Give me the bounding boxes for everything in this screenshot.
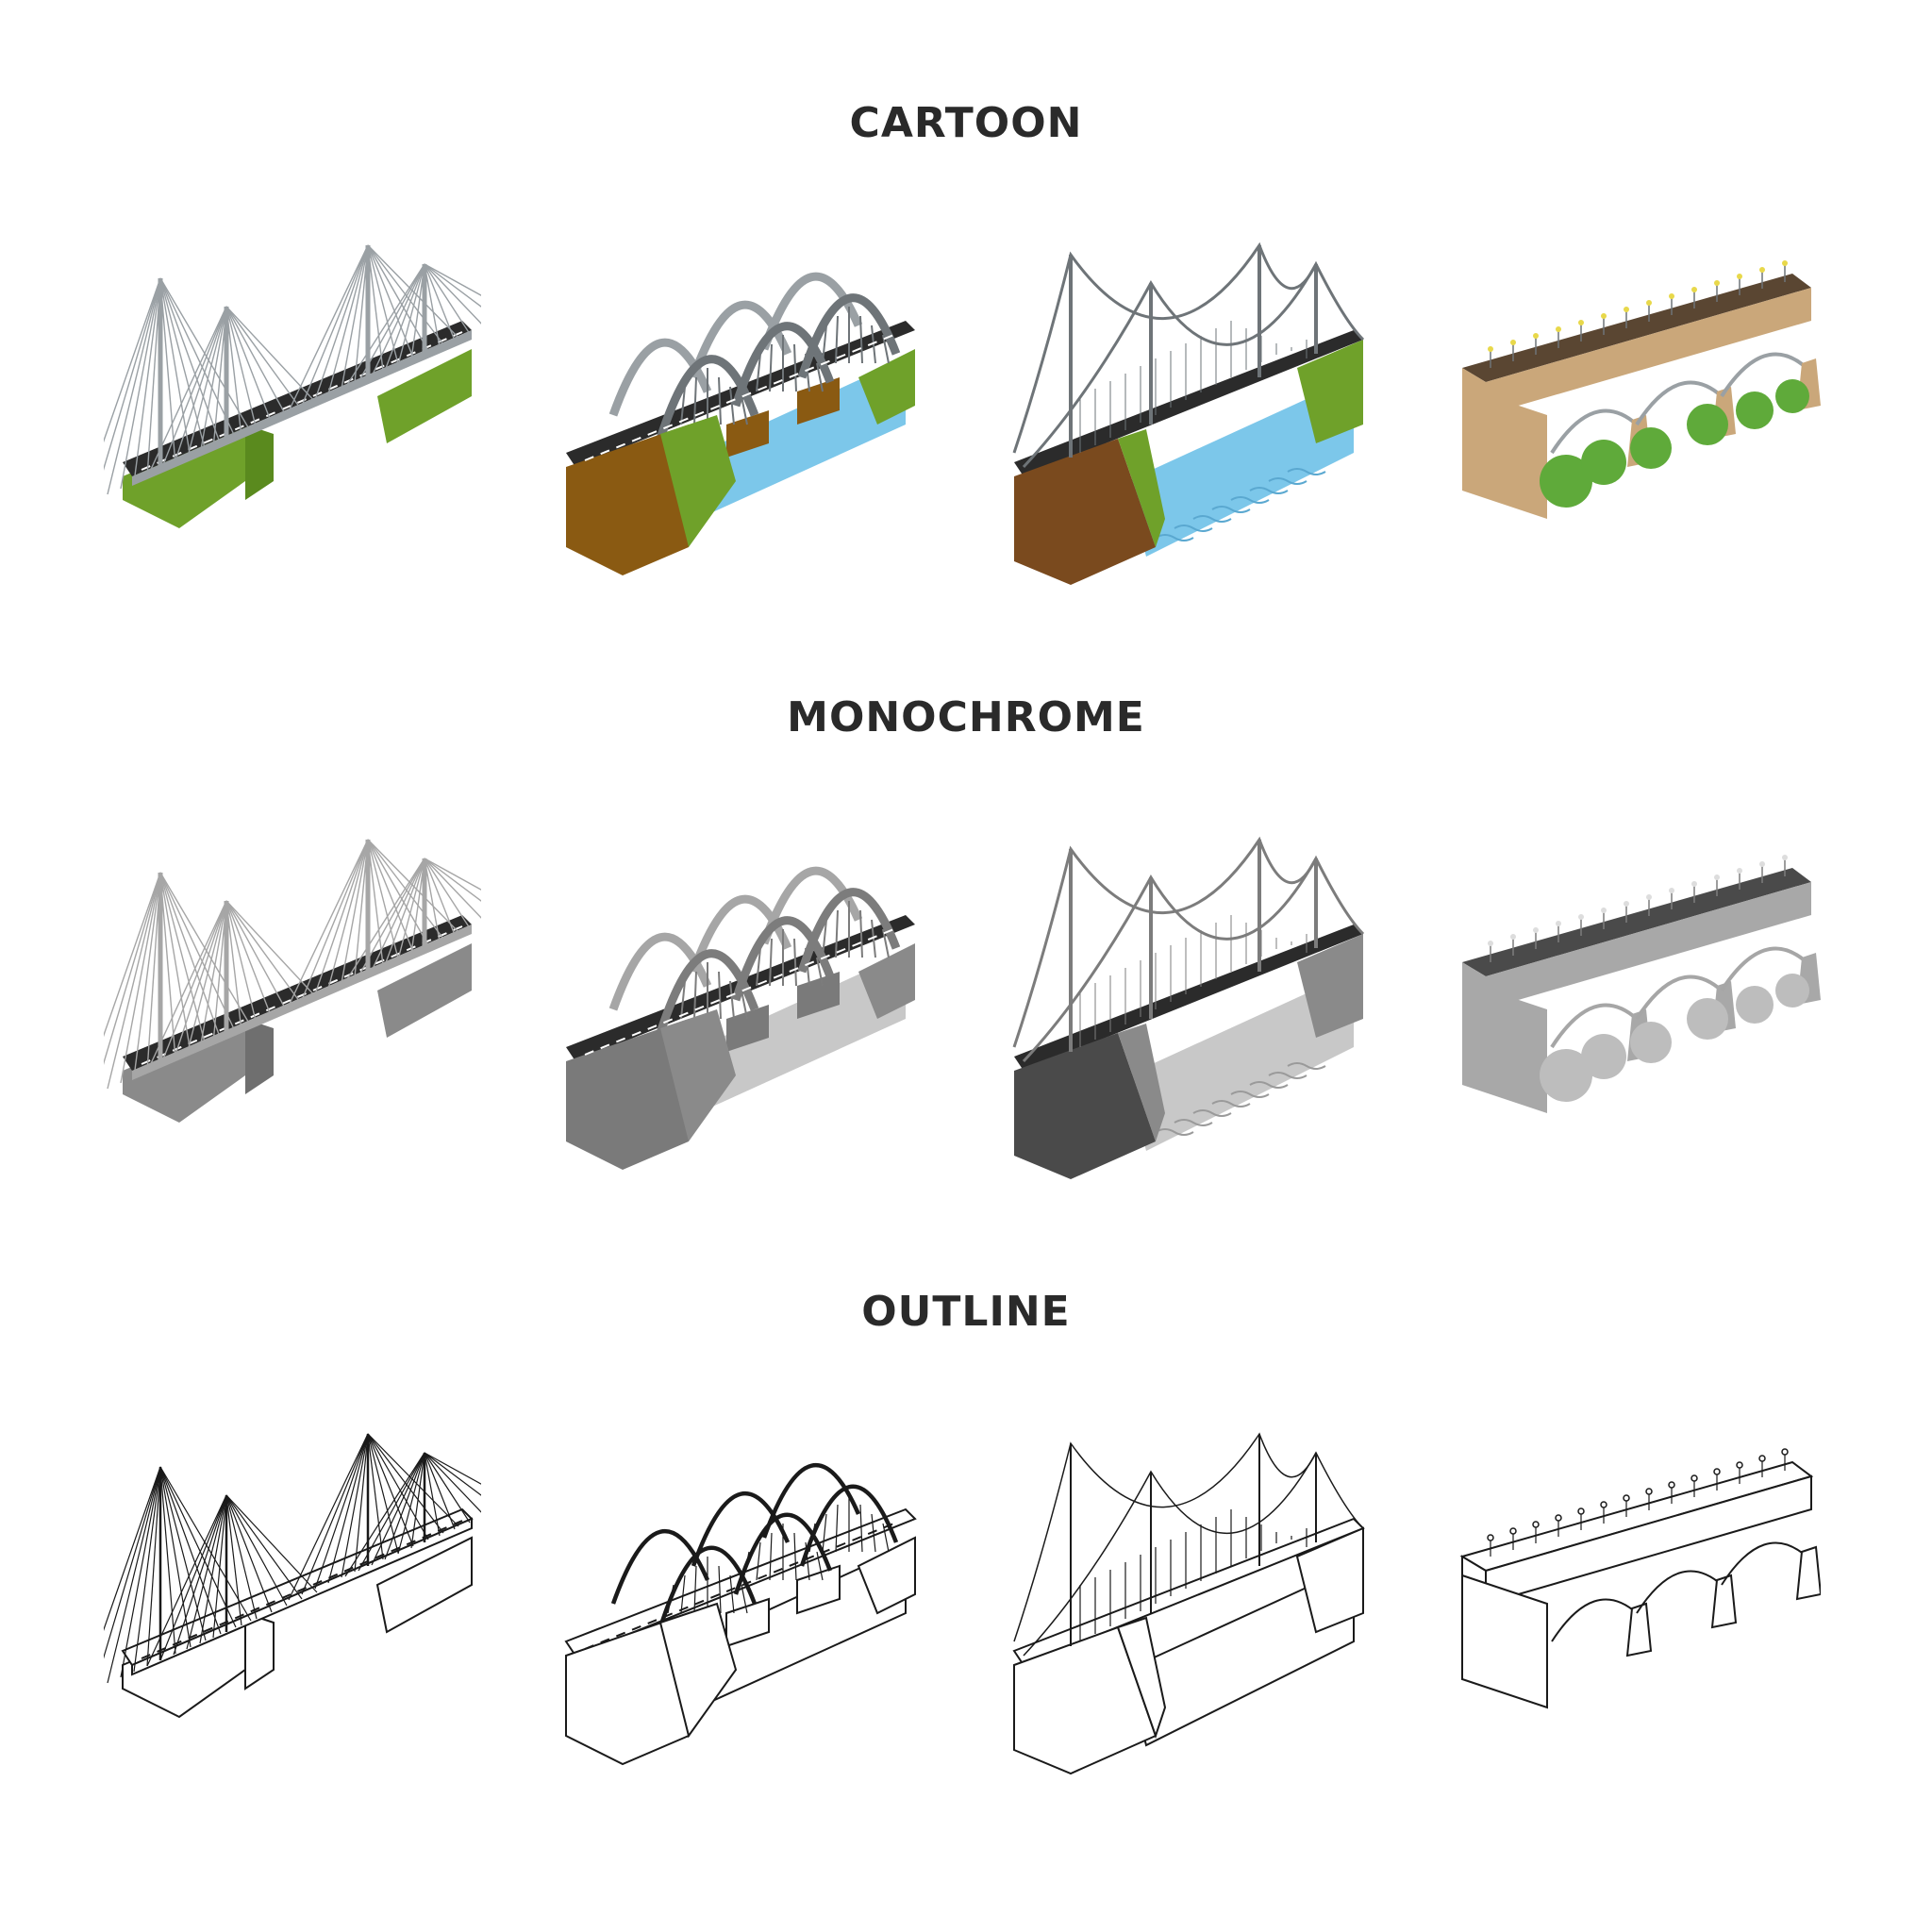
section-title-monochrome: MONOCHROME xyxy=(787,693,1145,741)
suspension-bridge-icon xyxy=(1012,242,1365,585)
cable-stayed-bridge-icon xyxy=(104,1433,481,1719)
arch-bridge-icon xyxy=(566,272,915,575)
viaduct-bridge-icon xyxy=(1462,260,1821,519)
cable-stayed-bridge-cartoon-icon xyxy=(104,236,481,594)
cable-stayed-bridge-icon xyxy=(104,244,481,528)
cable-stayed-bridge-outline-icon xyxy=(104,1424,481,1783)
arch-bridge-icon xyxy=(566,866,915,1170)
suspension-bridge-cartoon-icon xyxy=(995,236,1373,594)
suspension-bridge-icon xyxy=(1012,1432,1365,1775)
arch-bridge-outline-icon xyxy=(547,1424,924,1783)
arch-bridge-icon xyxy=(564,1462,917,1766)
viaduct-bridge-icon xyxy=(1459,1448,1821,1709)
cable-stayed-bridge-monochrome-icon xyxy=(104,830,481,1189)
cable-stayed-bridge-icon xyxy=(104,839,481,1123)
section-title-outline: OUTLINE xyxy=(861,1288,1071,1336)
arch-bridge-cartoon-icon xyxy=(547,236,924,594)
viaduct-bridge-icon xyxy=(1462,855,1821,1113)
arch-bridge-monochrome-icon xyxy=(547,830,924,1189)
suspension-bridge-outline-icon xyxy=(995,1424,1373,1783)
viaduct-bridge-cartoon-icon xyxy=(1443,236,1821,594)
suspension-bridge-monochrome-icon xyxy=(995,830,1373,1189)
viaduct-bridge-outline-icon xyxy=(1443,1424,1821,1783)
suspension-bridge-icon xyxy=(1012,836,1365,1179)
section-title-cartoon: CARTOON xyxy=(849,99,1083,147)
viaduct-bridge-monochrome-icon xyxy=(1443,830,1821,1189)
